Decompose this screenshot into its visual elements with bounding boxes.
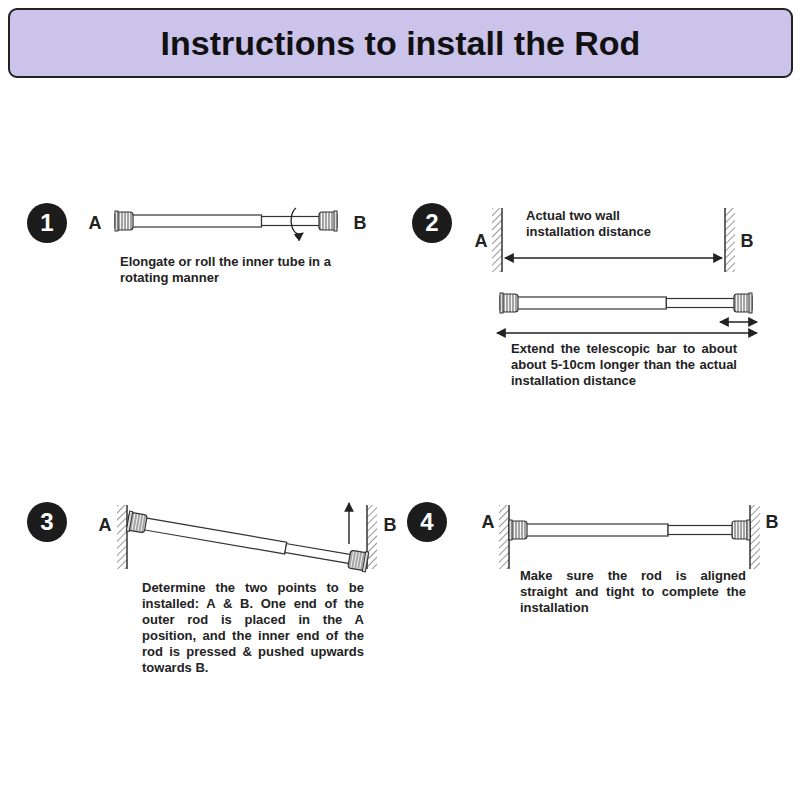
- end-flange: [747, 520, 750, 540]
- wall: [117, 505, 127, 569]
- dimension-arrow: [497, 332, 757, 333]
- point-letter: B: [384, 515, 397, 536]
- rotation-arrow: [291, 208, 303, 234]
- step-number-circle: 4: [407, 502, 447, 542]
- end-cap: [500, 294, 518, 312]
- instruction-text: Determine the two points to be installed…: [142, 580, 364, 676]
- end-cap: [509, 521, 527, 539]
- wall-face: [501, 208, 503, 272]
- end-cap: [319, 212, 337, 230]
- step-number: 3: [40, 508, 53, 536]
- wall: [492, 208, 502, 272]
- title: Instructions to install the Rod: [161, 24, 641, 63]
- point-letter: A: [99, 515, 112, 536]
- instruction-text: Actual two wall installation distance: [526, 208, 678, 240]
- step-number: 1: [40, 209, 53, 237]
- wall: [750, 505, 760, 569]
- end-flange: [334, 211, 337, 231]
- point-letter: A: [89, 213, 102, 234]
- step-number: 4: [420, 508, 433, 536]
- step-number-circle: 3: [27, 502, 67, 542]
- end-flange: [509, 520, 512, 540]
- telescopic-rod: [500, 293, 752, 313]
- inner-tube: [666, 299, 736, 308]
- dimension-arrow: [348, 503, 349, 544]
- title-band: Instructions to install the Rod: [8, 8, 793, 78]
- end-cap: [734, 294, 752, 312]
- dimension-arrow: [720, 321, 757, 322]
- instruction-text: Extend the telescopic bar to about about…: [511, 341, 737, 389]
- step-number-circle: 1: [27, 203, 67, 243]
- end-flange: [749, 293, 752, 313]
- telescopic-rod: [115, 211, 337, 231]
- instruction-text: Elongate or roll the inner tube in a rot…: [120, 254, 352, 286]
- inner-tube: [285, 544, 352, 564]
- point-letter: B: [354, 213, 367, 234]
- point-letter: B: [741, 231, 754, 252]
- wall: [367, 505, 377, 569]
- wall: [725, 208, 735, 272]
- end-flange: [126, 511, 132, 531]
- end-cap: [732, 521, 750, 539]
- point-letter: A: [482, 512, 495, 533]
- outer-tube: [516, 297, 666, 309]
- point-letter: B: [766, 512, 779, 533]
- end-flange: [115, 211, 118, 231]
- inner-tube: [668, 526, 734, 535]
- end-cap: [115, 212, 133, 230]
- wall: [499, 505, 509, 569]
- wall-face: [126, 505, 128, 569]
- telescopic-rod: [509, 520, 750, 540]
- outer-tube: [131, 215, 262, 227]
- end-flange: [362, 552, 368, 572]
- point-letter: A: [475, 231, 488, 252]
- outer-tube: [143, 518, 287, 554]
- telescopic-rod: [126, 511, 368, 572]
- instruction-text: Make sure the rod is aligned straight an…: [520, 568, 746, 616]
- end-cap: [348, 550, 369, 571]
- step-number-circle: 2: [412, 203, 452, 243]
- end-cap: [126, 512, 147, 533]
- outer-tube: [525, 524, 668, 536]
- wall-face: [724, 208, 726, 272]
- dimension-arrow: [505, 257, 722, 258]
- end-flange: [500, 293, 503, 313]
- step-number: 2: [425, 209, 438, 237]
